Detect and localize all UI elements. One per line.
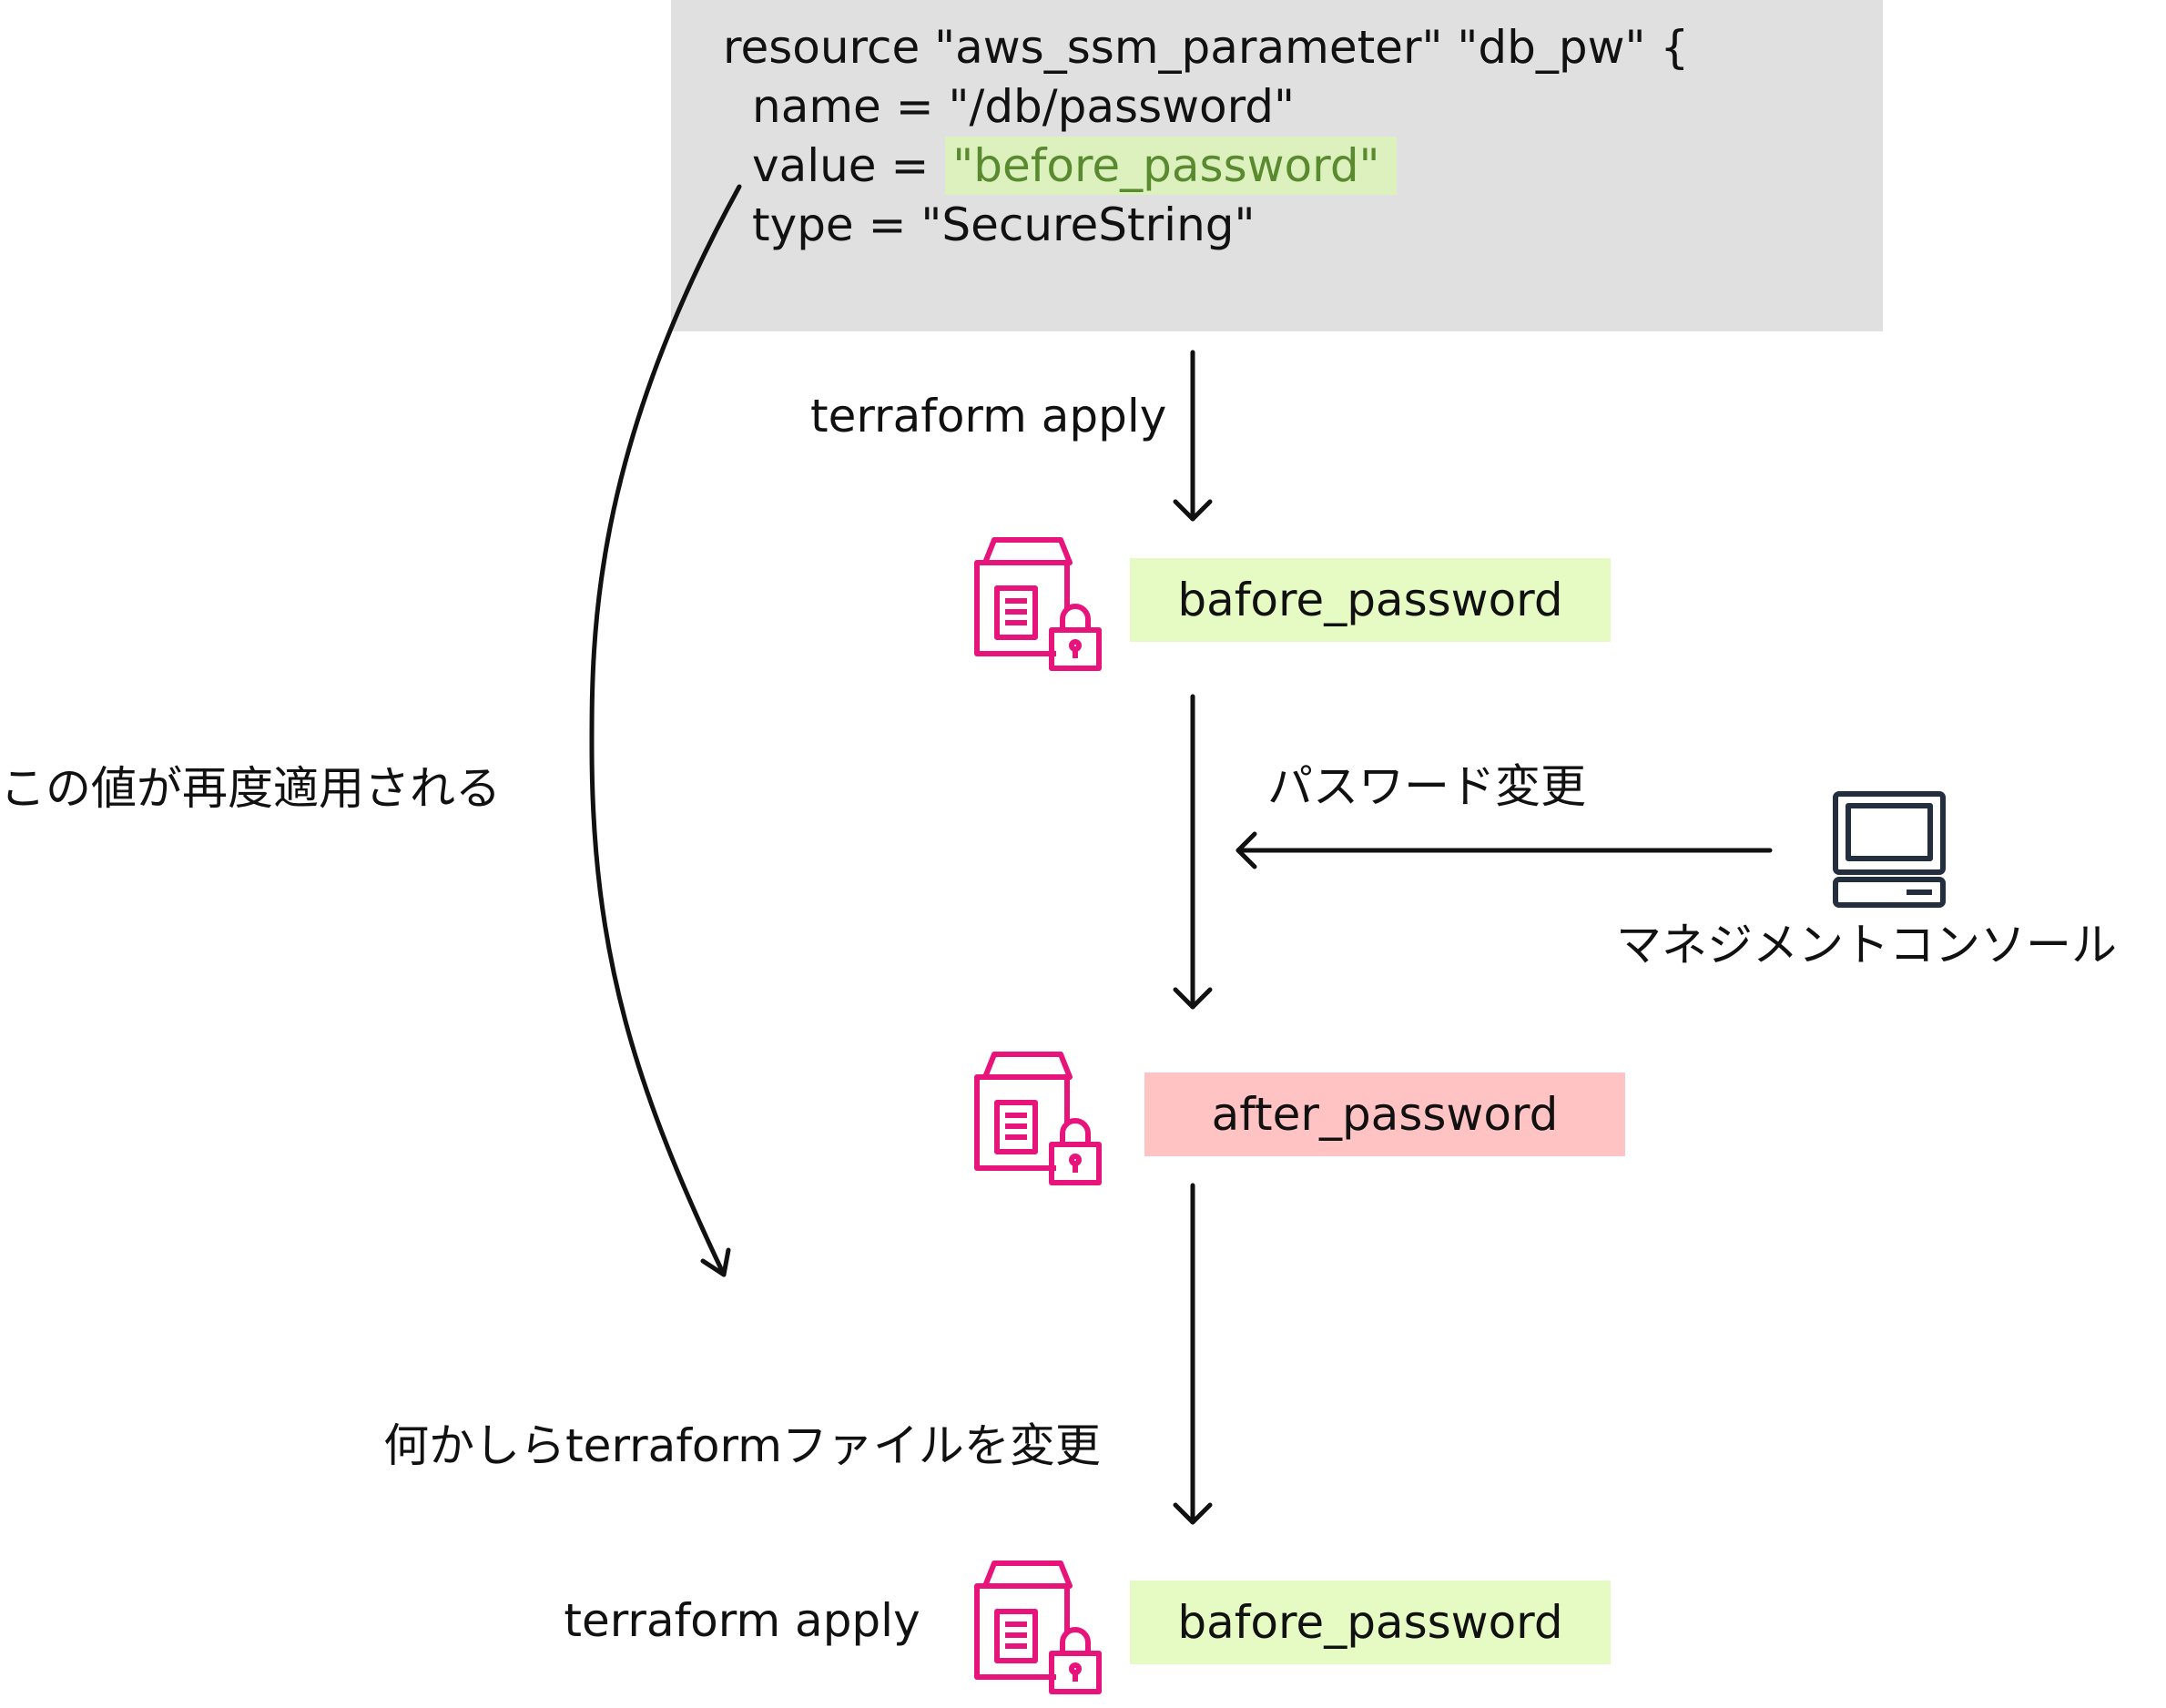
ssm-parameter-lock-icon bbox=[974, 537, 1102, 671]
code-value-highlight: "before_password" bbox=[945, 137, 1397, 195]
code-value-key: value = bbox=[752, 139, 944, 192]
console-arrowhead bbox=[1236, 831, 1257, 869]
apply-arrowhead bbox=[1173, 499, 1213, 522]
reapply-curve-arrowhead bbox=[700, 1247, 731, 1277]
reapply-curve-arrow bbox=[589, 184, 742, 1277]
reapply-down-arrowhead bbox=[1173, 1502, 1213, 1525]
state2-value: after_password bbox=[1211, 1088, 1559, 1141]
code-line-resource: resource "aws_ssm_parameter" "db_pw" { bbox=[723, 21, 1690, 74]
change-arrowhead bbox=[1173, 987, 1213, 1010]
ssm-parameter-lock-icon bbox=[974, 1561, 1102, 1694]
code-line-type: type = "SecureString" bbox=[752, 198, 1256, 251]
state3-value: bafore_password bbox=[1177, 1596, 1563, 1649]
ssm-parameter-lock-icon bbox=[974, 1052, 1102, 1185]
apply-label: terraform apply bbox=[810, 390, 1167, 442]
code-line-name: name = "/db/password" bbox=[752, 80, 1296, 133]
state3-value-box: bafore_password bbox=[1130, 1581, 1611, 1664]
change-label: パスワード変更 bbox=[1267, 760, 1586, 813]
reapply-label: この値が再度適用される bbox=[0, 762, 501, 815]
code-line-value: value = "before_password" bbox=[752, 137, 1397, 195]
modify-label: 何かしらterraformファイルを変更 terraform apply bbox=[355, 1300, 1129, 1708]
state1-value: bafore_password bbox=[1177, 574, 1563, 626]
modify-label-line2: terraform apply bbox=[564, 1594, 920, 1647]
modify-label-line1: 何かしらterraformファイルを変更 bbox=[383, 1419, 1101, 1472]
computer-terminal-icon bbox=[1833, 791, 1946, 908]
state1-value-box: bafore_password bbox=[1130, 558, 1611, 642]
state2-value-box: after_password bbox=[1144, 1073, 1625, 1156]
console-label: マネジメントコンソール bbox=[1616, 919, 2117, 971]
